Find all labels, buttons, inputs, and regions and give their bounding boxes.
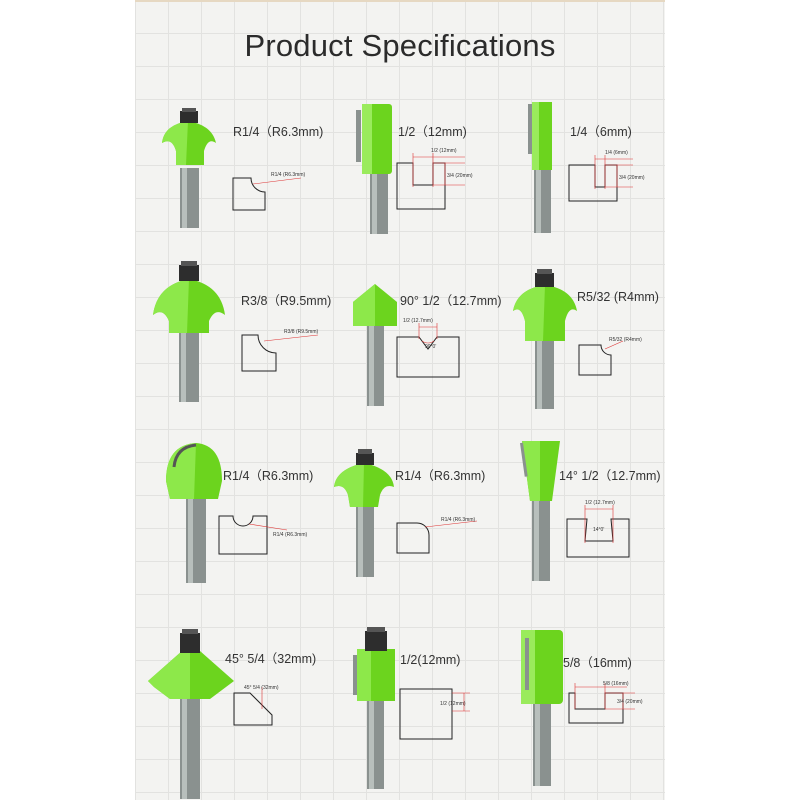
spec-cell-1: R1/4（R6.3mm) R1/4 (R6.3mm) [145, 95, 324, 255]
profile-diagram: 1/2 (12.7mm) 14°0' [566, 500, 630, 558]
spec-cell-12: 5/8（16mm) 5/8 (16mm) 3/4 (20mm) [495, 615, 665, 786]
profile-diagram: R1/4 (R6.3mm) [218, 515, 308, 555]
dimension-label: R1/4 (R6.3mm) [271, 172, 306, 178]
spec-cell-4: R3/8（R9.5mm) R3/8 (R9.5mm) [145, 255, 331, 415]
straight-bit-image [528, 102, 552, 233]
profile-diagram: 1/4 (6mm) 3/4 (20mm) [568, 150, 645, 202]
spec-label: 1/4（6mm) [570, 125, 632, 139]
dimension-label: 90°0' [425, 344, 436, 350]
spec-label: 45° 5/4（32mm) [225, 652, 317, 666]
spec-label: R1/4（R6.3mm) [233, 125, 324, 139]
dimension-label: 1/2 (12mm) [440, 701, 466, 707]
spec-label: R1/4（R6.3mm) [395, 469, 486, 483]
straight-bit-image [356, 104, 392, 234]
chamfer-bit-image [148, 629, 234, 799]
spec-label: 14° 1/2（12.7mm) [559, 469, 661, 483]
spec-cell-10: 45° 5/4（32mm) 45° 5/4 (32mm) [140, 615, 317, 799]
cove-bit-image [334, 449, 394, 577]
straight-bit-image [521, 630, 563, 786]
profile-diagram: R1/4 (R6.3mm) [396, 517, 478, 554]
roundover-bit-image [162, 108, 216, 228]
profile-diagram: 1/2 (12mm) [399, 688, 470, 740]
dimension-label: 45° 5/4 (32mm) [244, 685, 279, 691]
dimension-label: R1/4 (R6.3mm) [441, 517, 476, 523]
v-groove-bit-image [353, 284, 397, 406]
dimension-label: R1/4 (R6.3mm) [273, 532, 308, 538]
profile-diagram: 1/2 (12.7mm) 90°0' [396, 318, 460, 378]
top-border [135, 0, 665, 2]
dimension-label: 3/4 (20mm) [447, 173, 473, 179]
spec-label: 1/2（12mm) [398, 125, 467, 139]
dimension-label: 1/4 (6mm) [605, 150, 628, 156]
roundover-bit-image [513, 269, 577, 409]
spec-label: R5/32 (R4mm) [577, 290, 659, 304]
spec-cell-9: 14° 1/2（12.7mm) 1/2 (12.7mm) 14°0' [495, 435, 665, 595]
dimension-label: 14°0' [593, 527, 604, 533]
spec-cell-3: 1/4（6mm) 1/4 (6mm) 3/4 (20mm) [495, 95, 665, 255]
dimension-label: 1/2 (12.7mm) [403, 318, 433, 324]
spec-cell-6: R5/32 (R4mm) R5/32 (R4mm) [495, 255, 665, 415]
roundover-bit-image [153, 261, 225, 402]
spec-label: 5/8（16mm) [563, 656, 632, 670]
spec-label: R1/4（R6.3mm) [223, 469, 314, 483]
core-box-bit-image [166, 443, 222, 583]
spec-label: 1/2(12mm) [400, 653, 461, 667]
dimension-label: 1/2 (12.7mm) [585, 500, 615, 506]
spec-cell-8: R1/4（R6.3mm) R1/4 (R6.3mm) [320, 435, 496, 595]
profile-diagram: 1/2 (12mm) 3/4 (20mm) [396, 148, 473, 210]
dimension-label: 1/2 (12mm) [431, 148, 457, 154]
spec-cell-7: R1/4（R6.3mm) R1/4 (R6.3mm) [145, 435, 321, 595]
spec-cell-2: 1/2（12mm) 1/2 (12mm) 3/4 (20mm) [320, 95, 496, 255]
dimension-label: 3/4 (20mm) [617, 699, 643, 705]
spec-label: R3/8（R9.5mm) [241, 294, 332, 308]
dimension-label: R5/32 (R4mm) [609, 337, 642, 343]
dimension-label: 3/4 (20mm) [619, 175, 645, 181]
profile-diagram: 5/8 (16mm) 3/4 (20mm) [568, 681, 643, 724]
spec-cell-11: 1/2(12mm) 1/2 (12mm) [320, 615, 496, 789]
flush-trim-bit-image [353, 627, 395, 789]
dimension-label: 5/8 (16mm) [603, 681, 629, 687]
profile-diagram: R5/32 (R4mm) [578, 337, 642, 376]
profile-diagram: 45° 5/4 (32mm) [233, 685, 279, 726]
spec-sheet: Product Specifications R1/4（R6.3mm) R1/4… [135, 0, 665, 800]
page-title: Product Specifications [244, 28, 556, 63]
profile-diagram: R3/8 (R9.5mm) [241, 329, 319, 372]
dimension-label: R3/8 (R9.5mm) [284, 329, 319, 335]
profile-diagram: R1/4 (R6.3mm) [232, 172, 306, 211]
dovetail-bit-image [520, 441, 560, 581]
spec-cell-5: 90° 1/2（12.7mm) 1/2 (12.7mm) 90°0' [320, 255, 502, 415]
spec-label: 90° 1/2（12.7mm) [400, 294, 502, 308]
